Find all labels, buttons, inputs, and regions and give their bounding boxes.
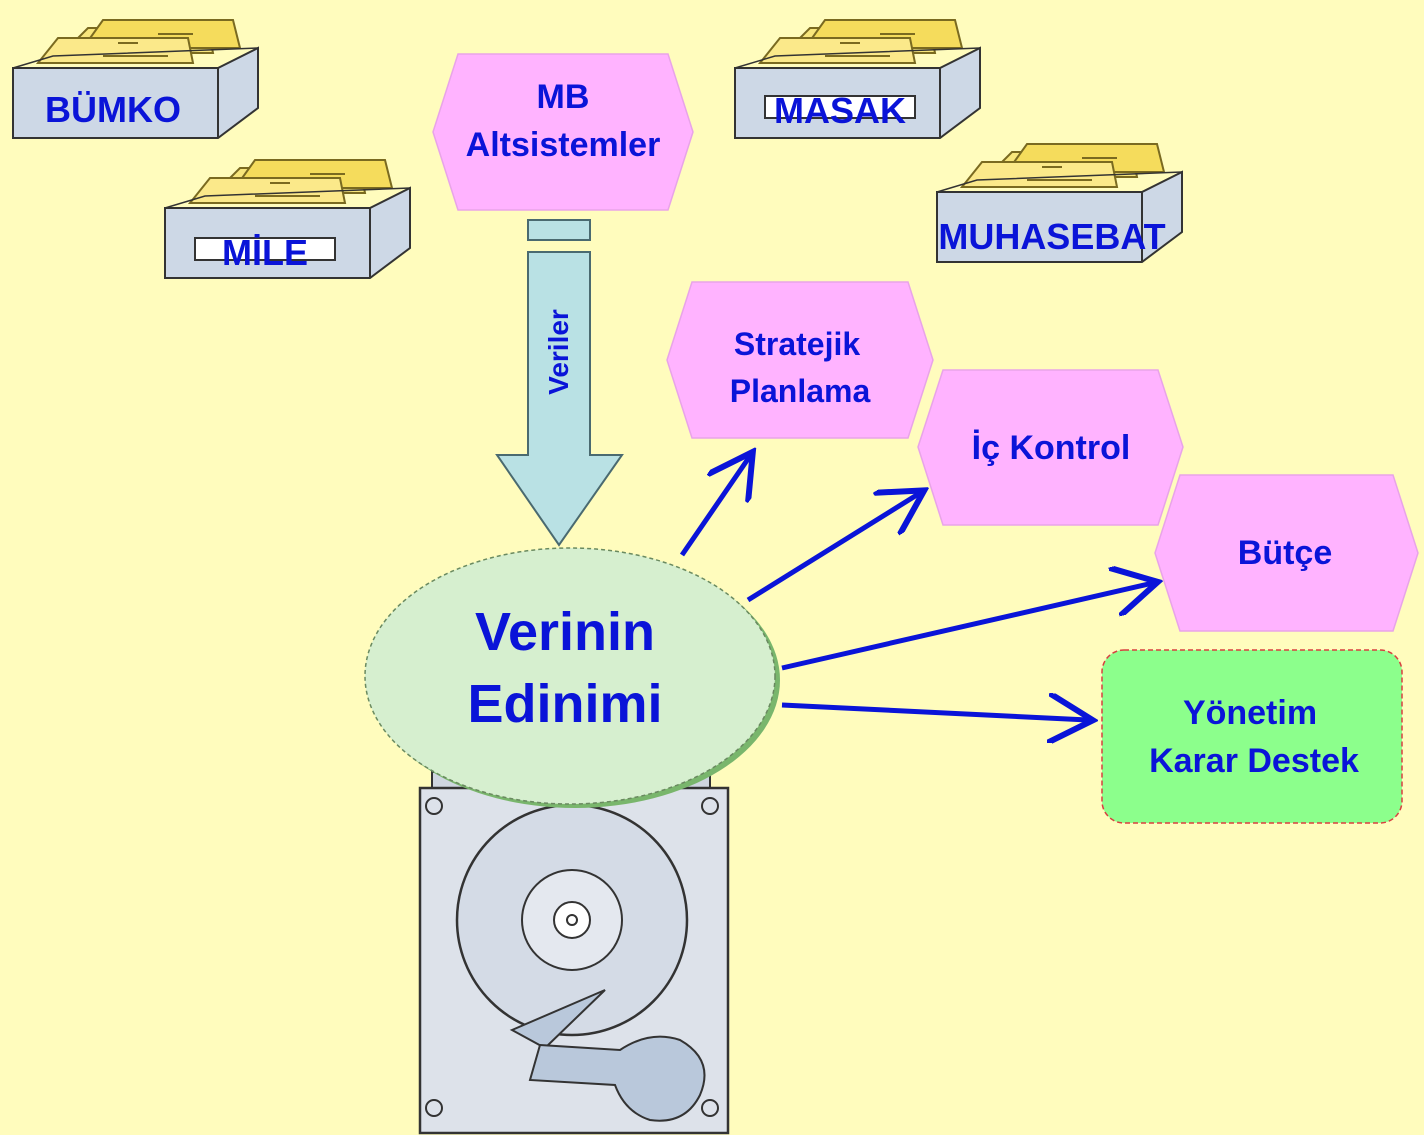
- hexagon-ic-kontrol: İç Kontrol: [917, 369, 1184, 526]
- center-line2: Edinimi: [467, 674, 662, 734]
- hard-disk-icon: [418, 771, 730, 1135]
- hexagon-mb-altsistemler: MB Altsistemler: [432, 53, 694, 211]
- arrow-to-butce: [781, 583, 1153, 671]
- hexagon-butce: Bütçe: [1154, 474, 1419, 632]
- center-line1: Verinin: [475, 602, 655, 662]
- folder-bumko-label: BÜMKO: [45, 89, 181, 130]
- folder-masak: MASAK: [734, 19, 981, 139]
- output-arrows: [679, 456, 1153, 720]
- folder-muhasebat: MUHASEBAT: [936, 143, 1183, 263]
- ellipse-verinin-edinimi: Verinin Edinimi: [364, 547, 780, 808]
- arrow-to-stratejik: [679, 456, 750, 557]
- veriler-arrow: Veriler: [495, 219, 624, 547]
- stratejik-line2: Planlama: [730, 373, 871, 409]
- masak-label-frame: [764, 95, 916, 119]
- folder-muhasebat-label: MUHASEBAT: [938, 216, 1165, 257]
- yonetim-line1: Yönetim: [1183, 694, 1317, 732]
- ic-kontrol-label: İç Kontrol: [972, 429, 1131, 467]
- hexagon-stratejik-planlama: Stratejik Planlama: [666, 281, 934, 439]
- mile-label-frame: [194, 237, 336, 261]
- folder-masak-label: MASAK: [774, 90, 906, 131]
- stratejik-line1: Stratejik: [734, 326, 860, 362]
- box-yonetim-karar-destek: Yönetim Karar Destek: [1101, 649, 1403, 824]
- mb-line2: Altsistemler: [466, 126, 661, 164]
- mb-line1: MB: [537, 78, 590, 116]
- veriler-label: Veriler: [543, 309, 574, 395]
- folder-bumko: BÜMKO: [12, 19, 259, 139]
- folder-mile-label: MİLE: [222, 232, 308, 273]
- yonetim-line2: Karar Destek: [1149, 742, 1359, 780]
- arrow-to-ic-kontrol: [746, 493, 920, 603]
- folder-mile: MİLE: [164, 159, 411, 279]
- arrow-to-yonetim: [781, 705, 1088, 720]
- butce-label: Bütçe: [1238, 534, 1332, 572]
